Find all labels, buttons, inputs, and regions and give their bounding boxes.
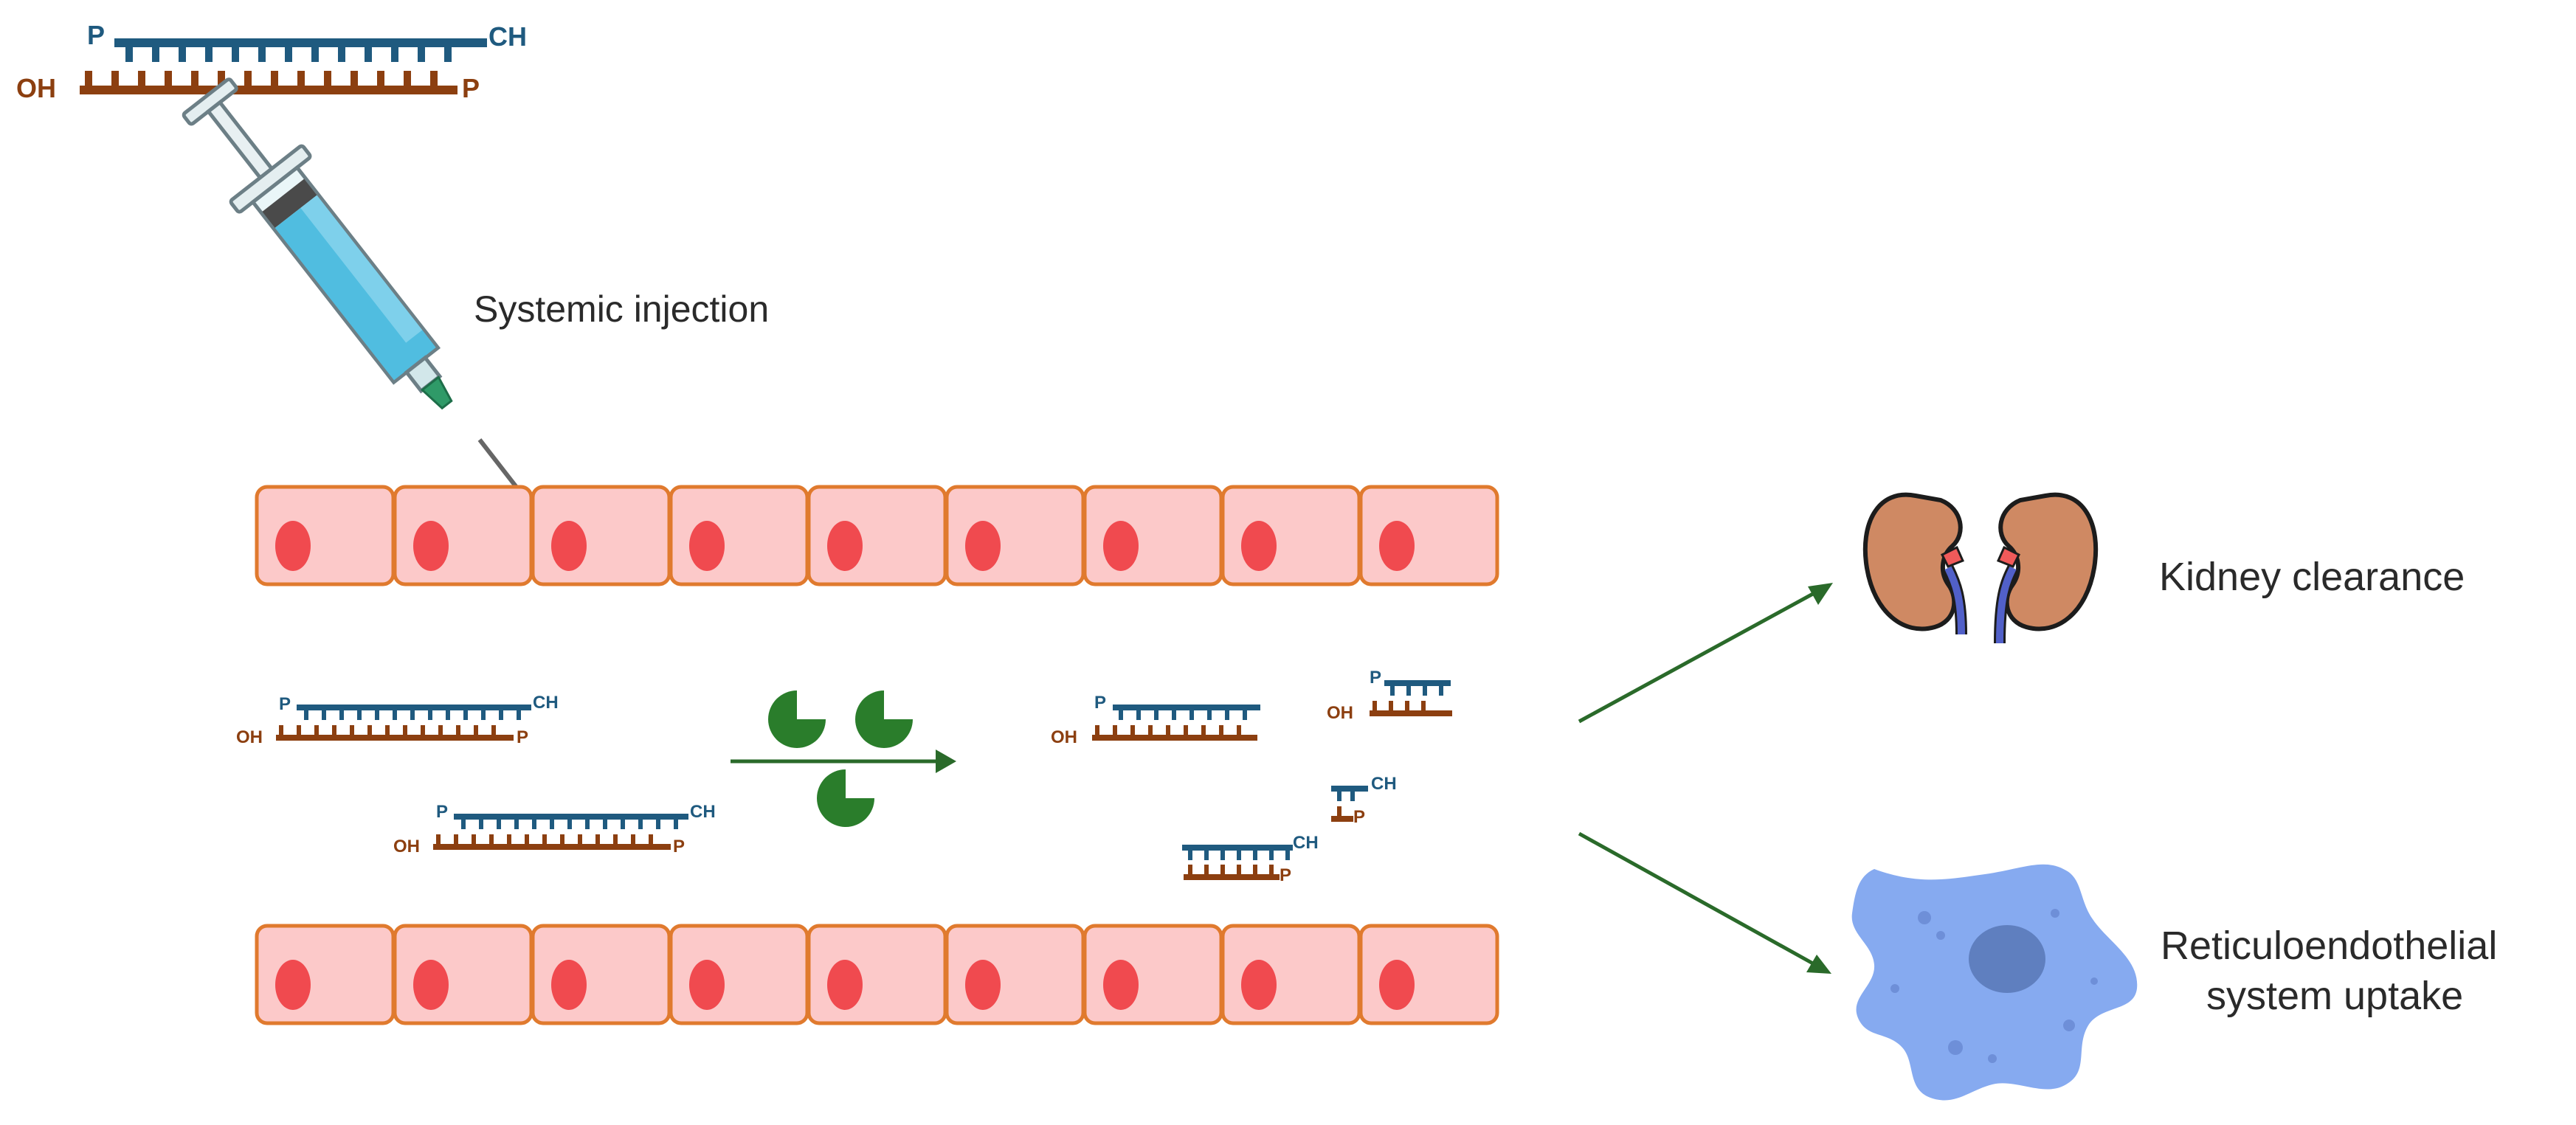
sirna-duplex-top: P CH OH P [16, 20, 527, 103]
ch-label: CH [1371, 774, 1397, 794]
sirna-fragment-2: P OH [1327, 668, 1452, 723]
arrow-to-macrophage [1578, 831, 1820, 969]
sirna-duplex-intact-2: P CH OH P [393, 802, 716, 856]
sirna-fragment-1: P OH [1051, 693, 1260, 747]
p-label: P [436, 802, 448, 822]
sirna-duplex-intact-1: P CH OH P [236, 693, 559, 747]
kidney-icon [1862, 492, 2099, 644]
arrow-head [1808, 583, 1833, 605]
syringe-icon [182, 77, 559, 540]
p-label: P [517, 727, 528, 747]
res-label-line1: Reticuloendothelial [2161, 924, 2497, 968]
ch-label: CH [533, 693, 559, 713]
nuclei-bottom [275, 960, 1415, 1010]
res-label-line2: system uptake [2206, 974, 2463, 1018]
macrophage-icon [1851, 864, 2138, 1101]
p-label: P [279, 694, 291, 714]
ch-label: CH [1293, 833, 1319, 853]
ch-label: CH [690, 802, 716, 822]
nuclei-top [275, 521, 1415, 571]
arrow-to-kidney [1578, 588, 1821, 724]
arrow-head [936, 750, 956, 773]
sirna-fragment-3: CH P [1331, 774, 1397, 827]
p-label: P [1353, 807, 1365, 827]
p-label: P [673, 837, 685, 856]
ch-label: CH [488, 21, 527, 52]
p-label: P [1370, 668, 1381, 688]
oh-label: OH [16, 73, 56, 103]
nuclease-icon [768, 690, 913, 827]
oh-label: OH [1051, 727, 1077, 747]
oh-label: OH [236, 727, 263, 747]
injection-label: Systemic injection [474, 288, 769, 330]
p-label: P [87, 20, 105, 50]
arrow-head [1806, 955, 1831, 974]
p-label: P [1094, 693, 1106, 713]
oh-label: OH [393, 837, 420, 856]
kidney-label: Kidney clearance [2159, 555, 2465, 599]
p-label: P [462, 73, 480, 103]
p-label: P [1280, 865, 1291, 885]
oh-label: OH [1327, 703, 1353, 723]
sirna-fragment-4: CH P [1182, 833, 1319, 885]
